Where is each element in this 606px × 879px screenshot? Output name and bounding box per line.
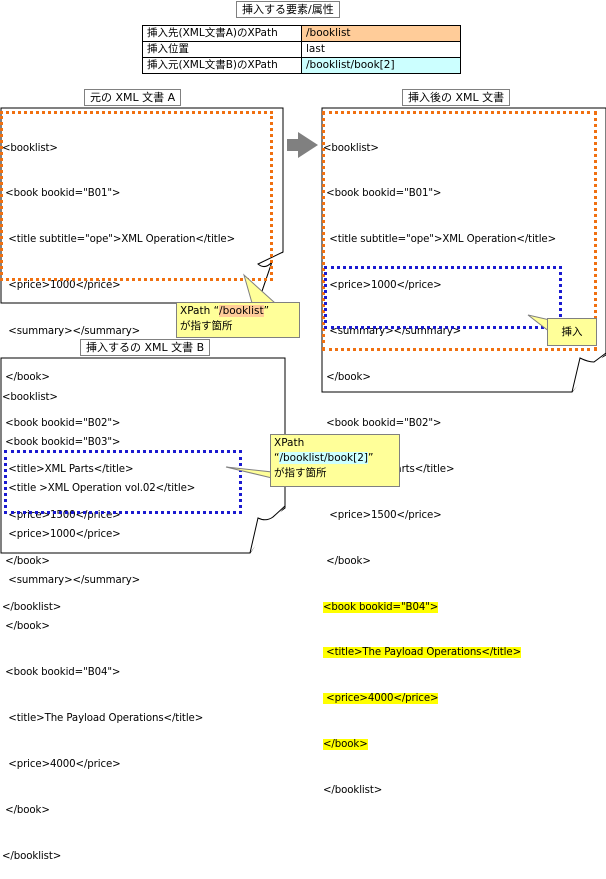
callout-text: ”	[368, 452, 374, 464]
inserted-element-highlight	[324, 266, 562, 329]
code-line: <price>1000</price>	[2, 280, 121, 292]
doc-b-callout: XPath “/booklist/book[2]” が指す箇所	[270, 434, 400, 487]
code-line: </book>	[2, 372, 50, 384]
callout-xpath: /booklist/book[2]	[279, 452, 369, 464]
callout-text: が指す箇所	[274, 467, 327, 479]
code-line: </book>	[323, 555, 371, 567]
param-row: 挿入先(XML文書A)のXPath /booklist	[142, 25, 461, 42]
insert-callout: 挿入	[547, 318, 597, 346]
inserted-line: <title>The Payload Operations</title>	[323, 647, 522, 659]
code-line: </book>	[323, 372, 371, 384]
doc-b-heading: 挿入するの XML 文書 B	[80, 339, 211, 356]
code-line: <price>1500</price>	[323, 509, 442, 521]
callout-text: XPath	[274, 437, 305, 449]
target-xpath-highlight	[0, 111, 273, 281]
code-line: <price>1000</price>	[323, 280, 442, 292]
callout-text: XPath “	[180, 305, 220, 317]
code-line: <price>1500</price>	[2, 509, 121, 521]
code-line: <summary></summary>	[2, 326, 141, 338]
doc-a-heading: 元の XML 文書 A	[84, 89, 182, 106]
code-line: <book bookid="B02">	[323, 417, 442, 429]
callout-text: ”	[263, 305, 270, 317]
inserted-line: <price>4000</price>	[323, 693, 439, 705]
code-line: <book bookid="B03">	[2, 437, 121, 449]
code-line: <summary></summary>	[2, 575, 141, 587]
code-line: <book bookid="B01">	[2, 188, 121, 200]
code-line: </book>	[2, 621, 50, 633]
param-value: /booklist/book[2]	[301, 57, 461, 74]
code-line: <summary></summary>	[323, 326, 462, 338]
arrow-right-icon	[287, 132, 318, 158]
result-doc-heading: 挿入後の XML 文書	[402, 89, 511, 106]
code-line: <book bookid="B01">	[323, 188, 442, 200]
diagram-title: 挿入する要素/属性	[236, 1, 340, 18]
result-doc-page-curl	[571, 352, 606, 393]
code-line: <booklist>	[2, 142, 58, 154]
code-line: <title subtitle="ope">XML Operation</tit…	[323, 234, 557, 246]
callout-text: が指す箇所	[180, 320, 233, 332]
inserted-line: </book>	[323, 739, 368, 751]
callout-text: “	[274, 452, 280, 464]
code-line: <title subtitle="ope">XML Operation</tit…	[2, 234, 236, 246]
code-line: <book bookid="B04">	[2, 666, 121, 678]
param-key: 挿入元(XML文書B)のXPath	[142, 57, 302, 74]
insert-params-table: 挿入先(XML文書A)のXPath /booklist 挿入位置 last 挿入…	[142, 25, 461, 74]
param-row: 挿入元(XML文書B)のXPath /booklist/book[2]	[142, 57, 461, 74]
code-line: </booklist>	[323, 785, 383, 797]
code-line: <booklist>	[323, 142, 379, 154]
code-line: <book bookid="B02">	[2, 417, 121, 429]
param-value: /booklist	[301, 25, 461, 42]
code-line: <booklist>	[2, 391, 58, 403]
doc-b-page-curl	[249, 505, 286, 554]
code-line: </booklist>	[2, 850, 62, 862]
doc-a-callout: XPath “/booklist” が指す箇所	[176, 302, 300, 338]
source-xpath-highlight	[4, 450, 242, 514]
code-line: <title >XML Operation vol.02</title>	[2, 483, 196, 495]
inserted-line: <book bookid="B04">	[323, 601, 439, 613]
code-line: </book>	[2, 804, 50, 816]
result-target-highlight	[322, 111, 597, 351]
callout-xpath: /booklist	[219, 305, 264, 317]
code-line: <title>XML Parts</title>	[2, 463, 134, 475]
code-line: <price>4000</price>	[2, 758, 121, 770]
code-line: <title>The Payload Operations</title>	[2, 712, 204, 724]
code-line: <price>1000</price>	[2, 529, 121, 541]
